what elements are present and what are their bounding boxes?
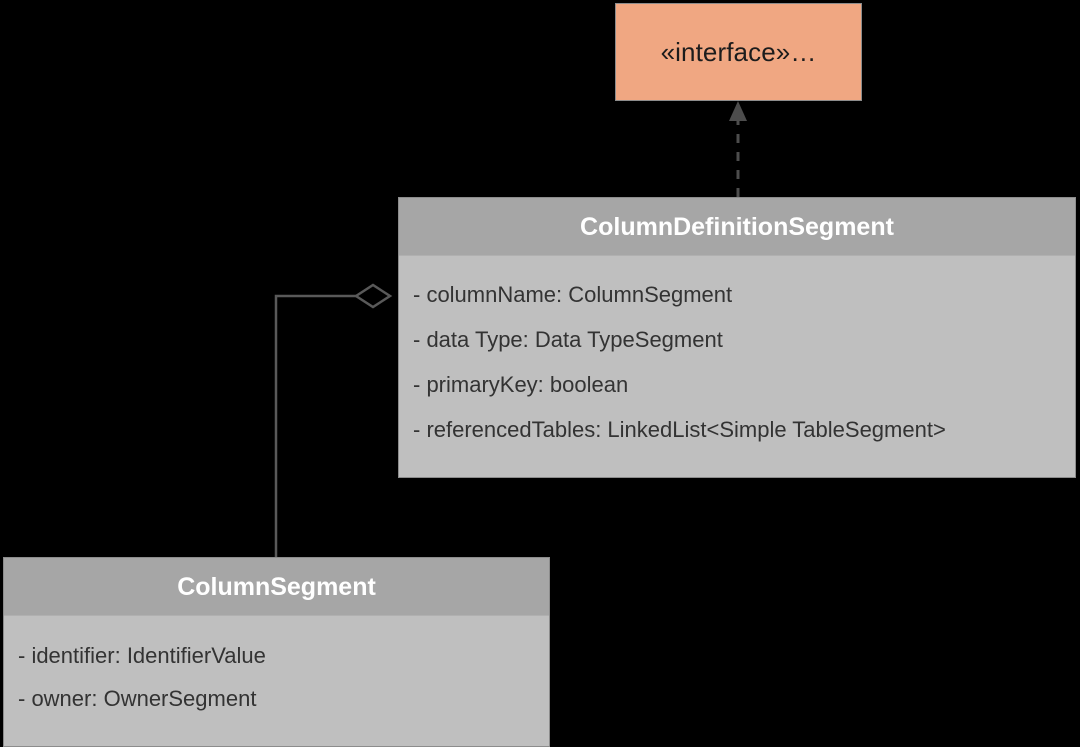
class-box-column-definition-segment[interactable]: ColumnDefinitionSegment - columnName: Co… — [398, 197, 1076, 478]
aggregation-connector — [274, 283, 393, 557]
interface-stereotype-label: «interface»… — [660, 37, 817, 67]
class-title-column-definition-segment: ColumnDefinitionSegment — [399, 198, 1075, 256]
attribute-row: - primaryKey: boolean — [413, 372, 629, 397]
aggregation-diamond-icon — [353, 283, 393, 309]
attribute-row: - referencedTables: LinkedList<Simple Ta… — [413, 417, 946, 442]
attribute-list-column-definition-segment: - columnName: ColumnSegment - data Type:… — [399, 256, 1075, 452]
attribute-list-column-segment: - identifier: IdentifierValue - owner: O… — [4, 616, 549, 720]
attribute-row: - columnName: ColumnSegment — [413, 282, 733, 307]
class-title-column-segment: ColumnSegment — [4, 558, 549, 616]
attribute-row: - identifier: IdentifierValue — [18, 643, 266, 668]
attribute-row: - owner: OwnerSegment — [18, 686, 257, 711]
realization-connector — [729, 101, 747, 197]
realization-arrowhead-icon — [729, 101, 747, 121]
aggregation-elbow-line — [274, 294, 356, 557]
class-box-interface[interactable]: «interface»… — [615, 3, 862, 101]
attribute-row: - data Type: Data TypeSegment — [413, 327, 723, 352]
class-box-column-segment[interactable]: ColumnSegment - identifier: IdentifierVa… — [3, 557, 550, 747]
